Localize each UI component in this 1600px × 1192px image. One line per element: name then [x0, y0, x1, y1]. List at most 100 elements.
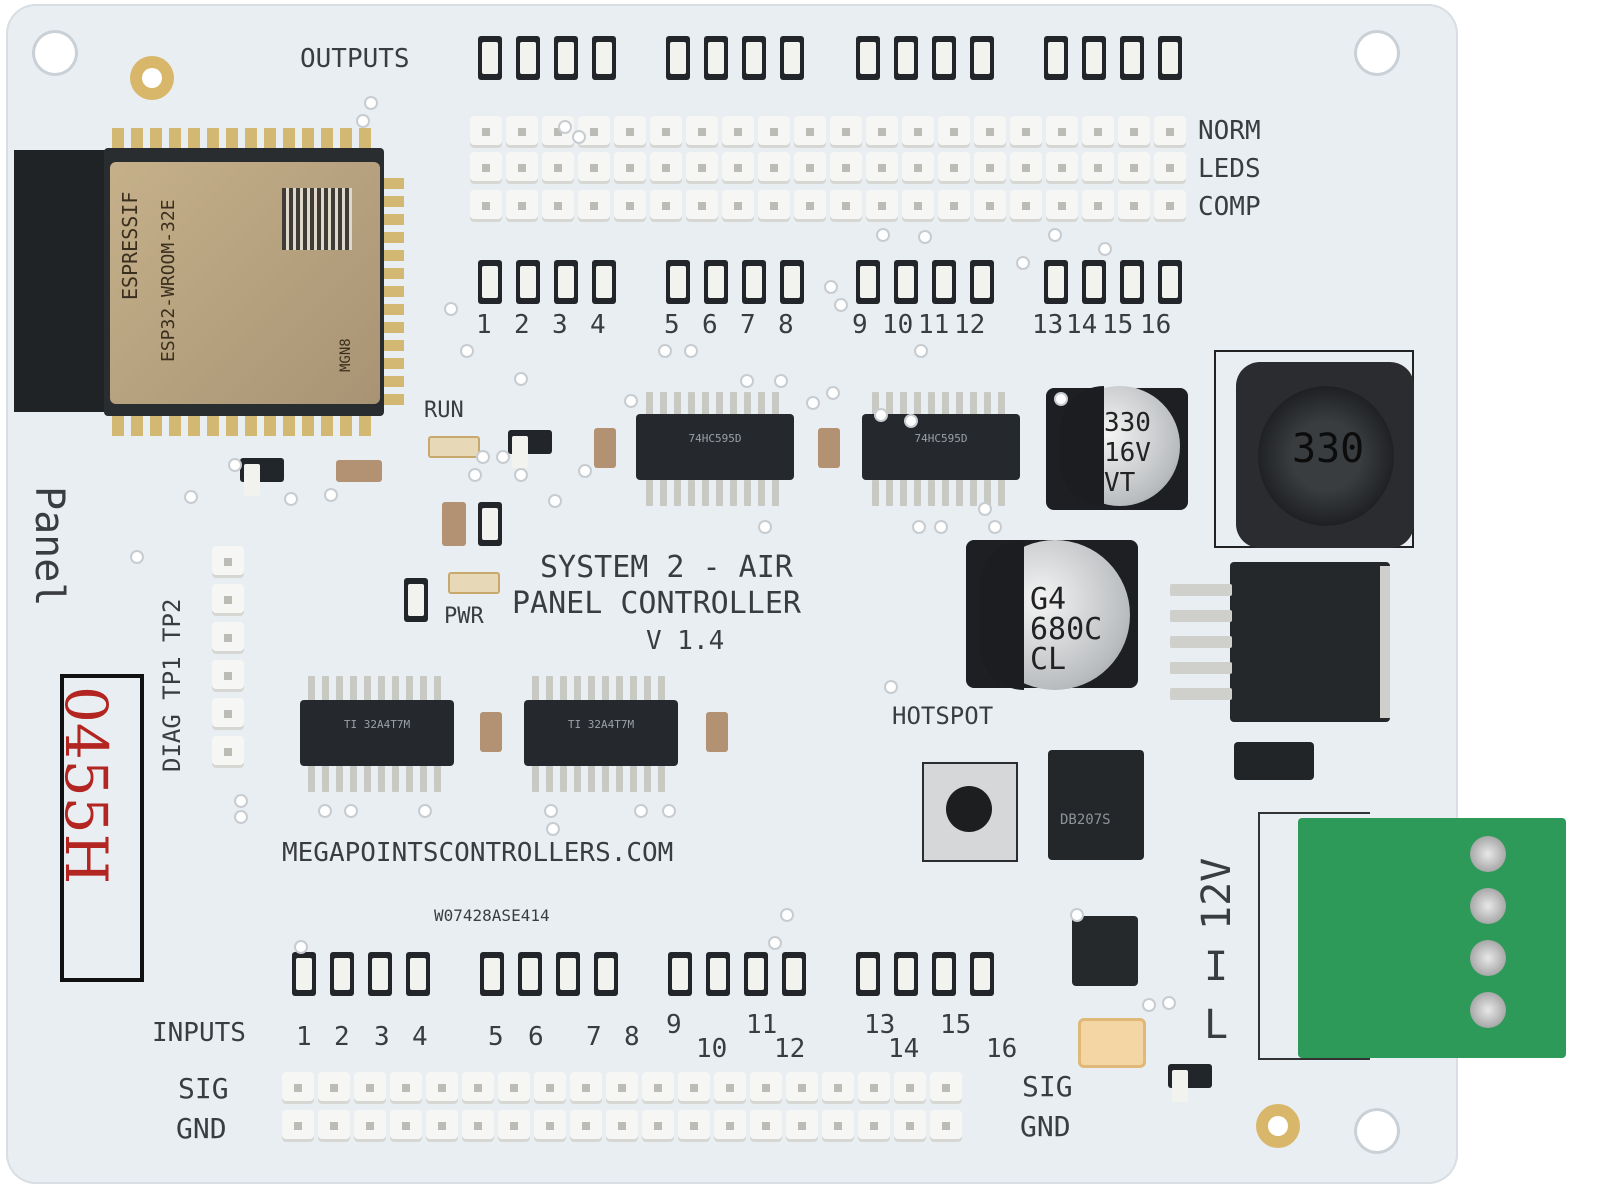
header-pin[interactable] — [650, 190, 682, 222]
header-pin[interactable] — [570, 1072, 602, 1104]
diag-pin[interactable] — [212, 698, 244, 730]
header-pin[interactable] — [758, 190, 790, 222]
header-pin[interactable] — [614, 116, 646, 148]
header-pin[interactable] — [894, 1110, 926, 1142]
header-pin[interactable] — [902, 190, 934, 222]
header-pin[interactable] — [938, 190, 970, 222]
header-pin[interactable] — [318, 1110, 350, 1142]
header-pin[interactable] — [902, 116, 934, 148]
header-pin[interactable] — [462, 1110, 494, 1142]
header-row-norm[interactable] — [470, 116, 1186, 148]
header-pin[interactable] — [1118, 116, 1150, 148]
header-pin[interactable] — [614, 152, 646, 184]
header-pin[interactable] — [1154, 152, 1186, 184]
header-pin[interactable] — [974, 190, 1006, 222]
header-pin[interactable] — [354, 1110, 386, 1142]
input-header-gnd[interactable] — [282, 1110, 962, 1142]
header-pin[interactable] — [930, 1110, 962, 1142]
header-pin[interactable] — [686, 190, 718, 222]
header-pin[interactable] — [750, 1110, 782, 1142]
header-pin[interactable] — [542, 152, 574, 184]
header-pin[interactable] — [1010, 116, 1042, 148]
header-pin[interactable] — [1010, 152, 1042, 184]
header-pin[interactable] — [722, 190, 754, 222]
header-pin[interactable] — [1046, 116, 1078, 148]
header-row-leds[interactable] — [470, 152, 1186, 184]
header-pin[interactable] — [678, 1072, 710, 1104]
header-pin[interactable] — [542, 190, 574, 222]
header-pin[interactable] — [1082, 190, 1114, 222]
header-pin[interactable] — [578, 190, 610, 222]
header-pin[interactable] — [866, 190, 898, 222]
header-pin[interactable] — [866, 116, 898, 148]
header-pin[interactable] — [390, 1072, 422, 1104]
header-pin[interactable] — [894, 1072, 926, 1104]
header-pin[interactable] — [470, 116, 502, 148]
header-pin[interactable] — [930, 1072, 962, 1104]
header-pin[interactable] — [686, 152, 718, 184]
terminal-block[interactable] — [1298, 818, 1566, 1058]
header-pin[interactable] — [578, 152, 610, 184]
header-pin[interactable] — [974, 116, 1006, 148]
header-pin[interactable] — [794, 116, 826, 148]
header-pin[interactable] — [426, 1110, 458, 1142]
header-pin[interactable] — [570, 1110, 602, 1142]
header-pin[interactable] — [1118, 152, 1150, 184]
header-pin[interactable] — [606, 1110, 638, 1142]
header-pin[interactable] — [858, 1110, 890, 1142]
header-pin[interactable] — [786, 1110, 818, 1142]
header-pin[interactable] — [714, 1110, 746, 1142]
header-pin[interactable] — [938, 116, 970, 148]
diag-header[interactable] — [210, 546, 246, 776]
header-pin[interactable] — [650, 152, 682, 184]
header-pin[interactable] — [786, 1072, 818, 1104]
header-pin[interactable] — [686, 116, 718, 148]
header-pin[interactable] — [722, 116, 754, 148]
header-pin[interactable] — [758, 152, 790, 184]
header-pin[interactable] — [282, 1072, 314, 1104]
header-pin[interactable] — [534, 1072, 566, 1104]
header-pin[interactable] — [678, 1110, 710, 1142]
header-pin[interactable] — [794, 190, 826, 222]
header-pin[interactable] — [642, 1072, 674, 1104]
header-pin[interactable] — [830, 190, 862, 222]
header-pin[interactable] — [390, 1110, 422, 1142]
header-pin[interactable] — [1046, 190, 1078, 222]
header-pin[interactable] — [794, 152, 826, 184]
jumper[interactable] — [1078, 1018, 1146, 1068]
header-pin[interactable] — [858, 1072, 890, 1104]
header-pin[interactable] — [318, 1072, 350, 1104]
header-pin[interactable] — [822, 1072, 854, 1104]
header-pin[interactable] — [426, 1072, 458, 1104]
header-pin[interactable] — [506, 152, 538, 184]
hotspot-button[interactable] — [946, 786, 992, 832]
header-pin[interactable] — [614, 190, 646, 222]
header-pin[interactable] — [470, 190, 502, 222]
header-pin[interactable] — [282, 1110, 314, 1142]
header-pin[interactable] — [650, 116, 682, 148]
header-pin[interactable] — [462, 1072, 494, 1104]
header-pin[interactable] — [1082, 152, 1114, 184]
header-pin[interactable] — [714, 1072, 746, 1104]
header-pin[interactable] — [606, 1072, 638, 1104]
header-pin[interactable] — [498, 1110, 530, 1142]
header-pin[interactable] — [866, 152, 898, 184]
header-pin[interactable] — [758, 116, 790, 148]
header-pin[interactable] — [1010, 190, 1042, 222]
header-pin[interactable] — [534, 1110, 566, 1142]
header-row-comp[interactable] — [470, 190, 1186, 222]
input-header-sig[interactable] — [282, 1072, 962, 1104]
header-pin[interactable] — [498, 1072, 530, 1104]
terminal-screw-2[interactable] — [1470, 888, 1506, 924]
terminal-screw-4[interactable] — [1470, 992, 1506, 1028]
header-pin[interactable] — [830, 152, 862, 184]
diag-pin[interactable] — [212, 546, 244, 578]
diag-pin[interactable] — [212, 622, 244, 654]
header-pin[interactable] — [470, 152, 502, 184]
header-pin[interactable] — [722, 152, 754, 184]
diag-pin[interactable] — [212, 660, 244, 692]
header-pin[interactable] — [542, 116, 574, 148]
header-pin[interactable] — [822, 1110, 854, 1142]
header-pin[interactable] — [1154, 190, 1186, 222]
header-pin[interactable] — [578, 116, 610, 148]
